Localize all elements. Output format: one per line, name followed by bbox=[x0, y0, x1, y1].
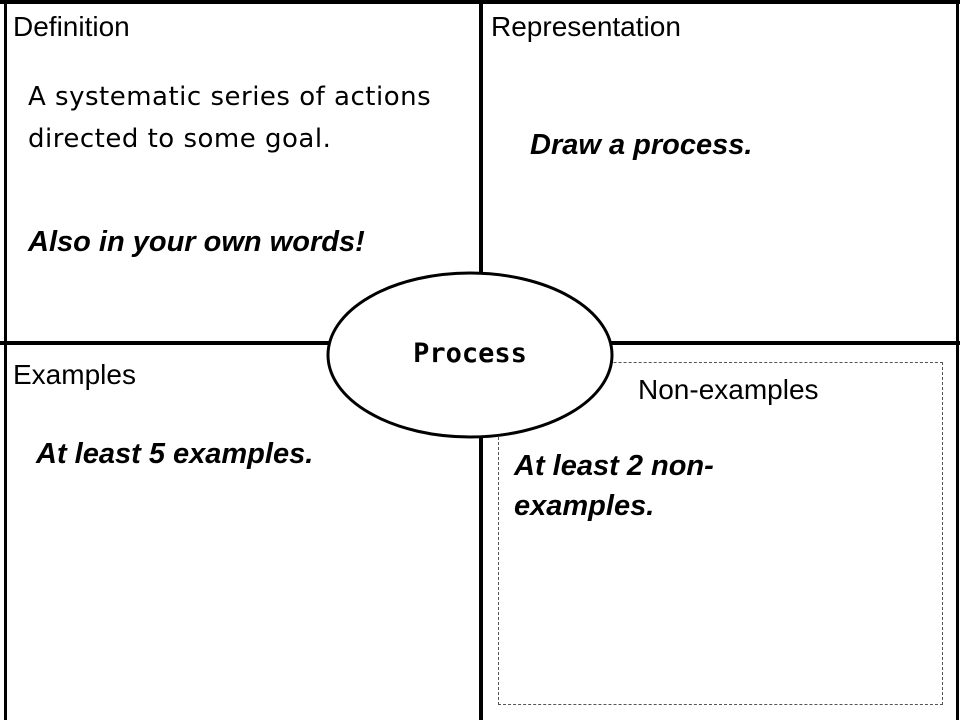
definition-prompt: Also in your own words! bbox=[28, 226, 365, 258]
examples-title: Examples bbox=[13, 359, 136, 390]
center-ellipse bbox=[326, 271, 614, 439]
definition-text: A systematic series of actions directed … bbox=[28, 82, 432, 154]
non-examples-prompt: At least 2 non-examples. bbox=[514, 450, 714, 522]
frame-right-line bbox=[956, 0, 959, 720]
frame-left-line bbox=[4, 0, 7, 720]
non-examples-title: Non-examples bbox=[638, 374, 819, 405]
center-label: Process bbox=[413, 338, 527, 369]
representation-title: Representation bbox=[491, 11, 681, 42]
examples-prompt: At least 5 examples. bbox=[36, 438, 314, 470]
non-examples-dashed-box bbox=[498, 362, 943, 705]
representation-prompt: Draw a process. bbox=[530, 129, 753, 161]
definition-title: Definition bbox=[13, 11, 130, 42]
